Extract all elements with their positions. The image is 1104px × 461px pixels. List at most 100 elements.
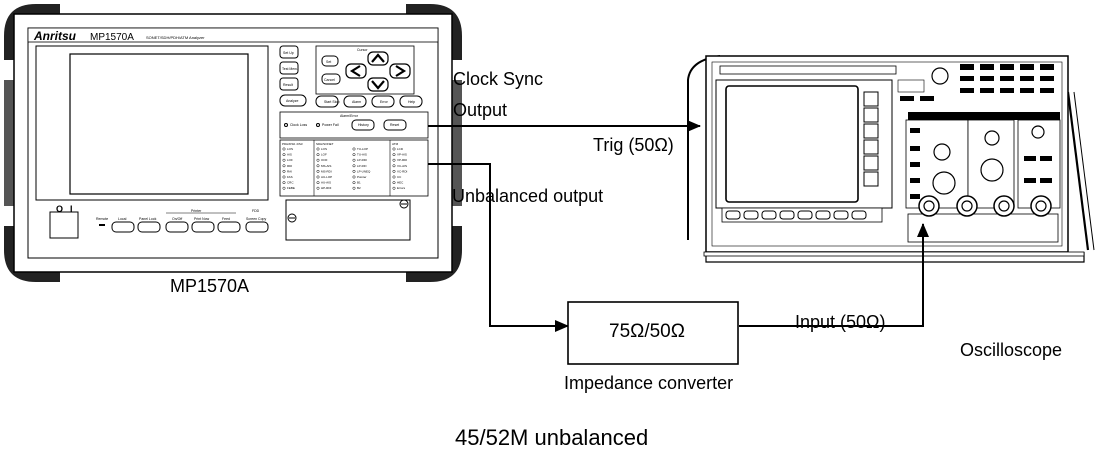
scope-screen xyxy=(725,85,859,203)
alarm-panel-title: Alarm/Error xyxy=(340,114,359,118)
printer-on-off-button[interactable] xyxy=(165,221,189,233)
local-label: Local xyxy=(118,217,127,221)
error-button[interactable] xyxy=(371,95,395,108)
status-item-label: LOS xyxy=(321,147,327,151)
power-off-icon: I xyxy=(70,204,73,214)
general-knob[interactable] xyxy=(931,67,949,85)
status-led xyxy=(352,181,356,185)
status-item-label: LOF xyxy=(287,158,293,162)
setup-button[interactable] xyxy=(279,45,299,59)
status-led xyxy=(316,186,320,190)
status-led xyxy=(316,147,320,151)
horizontal-scale-knob[interactable] xyxy=(980,158,1004,182)
cancel-button[interactable] xyxy=(321,73,341,85)
side-menu-buttons[interactable] xyxy=(863,91,879,187)
status-item-label: B2 xyxy=(357,186,361,190)
trig-label: Trig (50Ω) xyxy=(593,135,674,155)
analyze-button[interactable] xyxy=(279,94,307,107)
status-led xyxy=(316,181,320,185)
status-led xyxy=(392,147,396,151)
status-item-label: LOS xyxy=(287,147,293,151)
chevron-left-icon xyxy=(349,65,361,77)
alarm-button[interactable] xyxy=(343,95,367,108)
upper-key-cluster[interactable] xyxy=(900,64,1054,101)
horizontal-position-knob[interactable] xyxy=(984,130,1000,146)
alarm-label: Alarm xyxy=(352,100,361,104)
analyzer-subtitle: SONET/SDH/PDH/ATM Analyzer xyxy=(146,35,205,40)
test-menu-label: Test Menu xyxy=(282,67,298,71)
channel-inputs[interactable] xyxy=(918,195,1052,217)
reset-button[interactable] xyxy=(383,119,407,131)
trigger-level-knob[interactable] xyxy=(1031,125,1045,139)
power-switch[interactable] xyxy=(49,211,79,239)
status-led xyxy=(392,175,396,179)
status-led xyxy=(282,158,286,162)
result-button[interactable] xyxy=(279,77,299,91)
cancel-label: Cancel xyxy=(324,78,335,82)
panel-lock-label: Panel Lock xyxy=(139,217,157,221)
panel-lock-button[interactable] xyxy=(137,221,161,233)
status-led xyxy=(392,181,396,185)
vertical-scale-knob[interactable] xyxy=(932,171,956,195)
vertical-position-knob[interactable] xyxy=(933,143,951,161)
bottom-menu-buttons[interactable] xyxy=(721,207,883,223)
status-led xyxy=(352,153,356,157)
status-item-label: LP-RFI xyxy=(357,164,367,168)
analyzer-model: MP1570A xyxy=(90,32,134,43)
cursor-right-button[interactable] xyxy=(389,63,411,79)
cursor-left-button[interactable] xyxy=(345,63,367,79)
error-label: Error xyxy=(380,100,389,104)
status-item-label: AU-LOP xyxy=(321,175,332,179)
status-led xyxy=(352,169,356,173)
status-led xyxy=(352,158,356,162)
status-item-label: TU-LOP xyxy=(357,147,368,151)
power-fail-led xyxy=(316,123,320,127)
analyzer-caption: MP1570A xyxy=(170,276,250,296)
status-item-label: TU-AIS xyxy=(357,153,367,157)
clock-sync-label: Clock Sync xyxy=(453,69,544,89)
help-label: Help xyxy=(408,100,415,104)
status-led xyxy=(316,175,320,179)
status-item-label: HP-RDI xyxy=(321,186,331,190)
status-item-label: LP-UNEQ xyxy=(357,169,371,173)
power-on-icon: O xyxy=(56,204,63,214)
status-item-label: LOF xyxy=(321,153,327,157)
history-button[interactable] xyxy=(351,119,375,131)
local-button[interactable] xyxy=(111,221,135,233)
analyzer-screen xyxy=(69,53,249,195)
status-item-label: VP-AIS xyxy=(397,153,407,157)
connection-lines xyxy=(428,120,929,332)
remote-label: Remote xyxy=(96,217,108,221)
print-now-button[interactable] xyxy=(191,221,215,233)
oscilloscope xyxy=(687,55,1095,263)
status-item-label: AU-AIS xyxy=(321,181,331,185)
status-item-label: VC-RDI xyxy=(397,169,407,173)
set-label: Set xyxy=(326,60,331,64)
chevron-up-icon xyxy=(371,53,385,63)
converter-label: 75Ω/50Ω xyxy=(609,321,685,342)
status-column-title: ATM xyxy=(392,142,399,146)
set-button[interactable] xyxy=(321,55,339,67)
clock-loss-label: Clock Loss xyxy=(290,123,307,127)
start-stop-button[interactable] xyxy=(315,95,339,108)
status-led xyxy=(316,164,320,168)
status-led xyxy=(282,169,286,173)
unbalanced-output-line xyxy=(428,163,569,332)
status-item-label: VC-AIS xyxy=(397,164,407,168)
feed-button[interactable] xyxy=(217,221,241,233)
test-menu-button[interactable] xyxy=(279,61,299,75)
brand-logo: Anritsu xyxy=(33,29,77,43)
impedance-converter xyxy=(567,301,739,365)
status-led xyxy=(282,175,286,179)
status-item-label: LP-RDI xyxy=(357,158,367,162)
status-item-label: LCD xyxy=(397,147,404,151)
input-line xyxy=(739,223,929,327)
power-fail-label: Power Fail xyxy=(322,123,339,127)
status-item-label: B1 xyxy=(357,181,361,185)
help-button[interactable] xyxy=(399,95,423,108)
screen-copy-button[interactable] xyxy=(245,221,269,233)
fdd-drive xyxy=(285,199,411,241)
status-led xyxy=(392,164,396,168)
print-now-label: Print Now xyxy=(194,217,210,221)
analyze-label: Analyze xyxy=(286,99,299,103)
